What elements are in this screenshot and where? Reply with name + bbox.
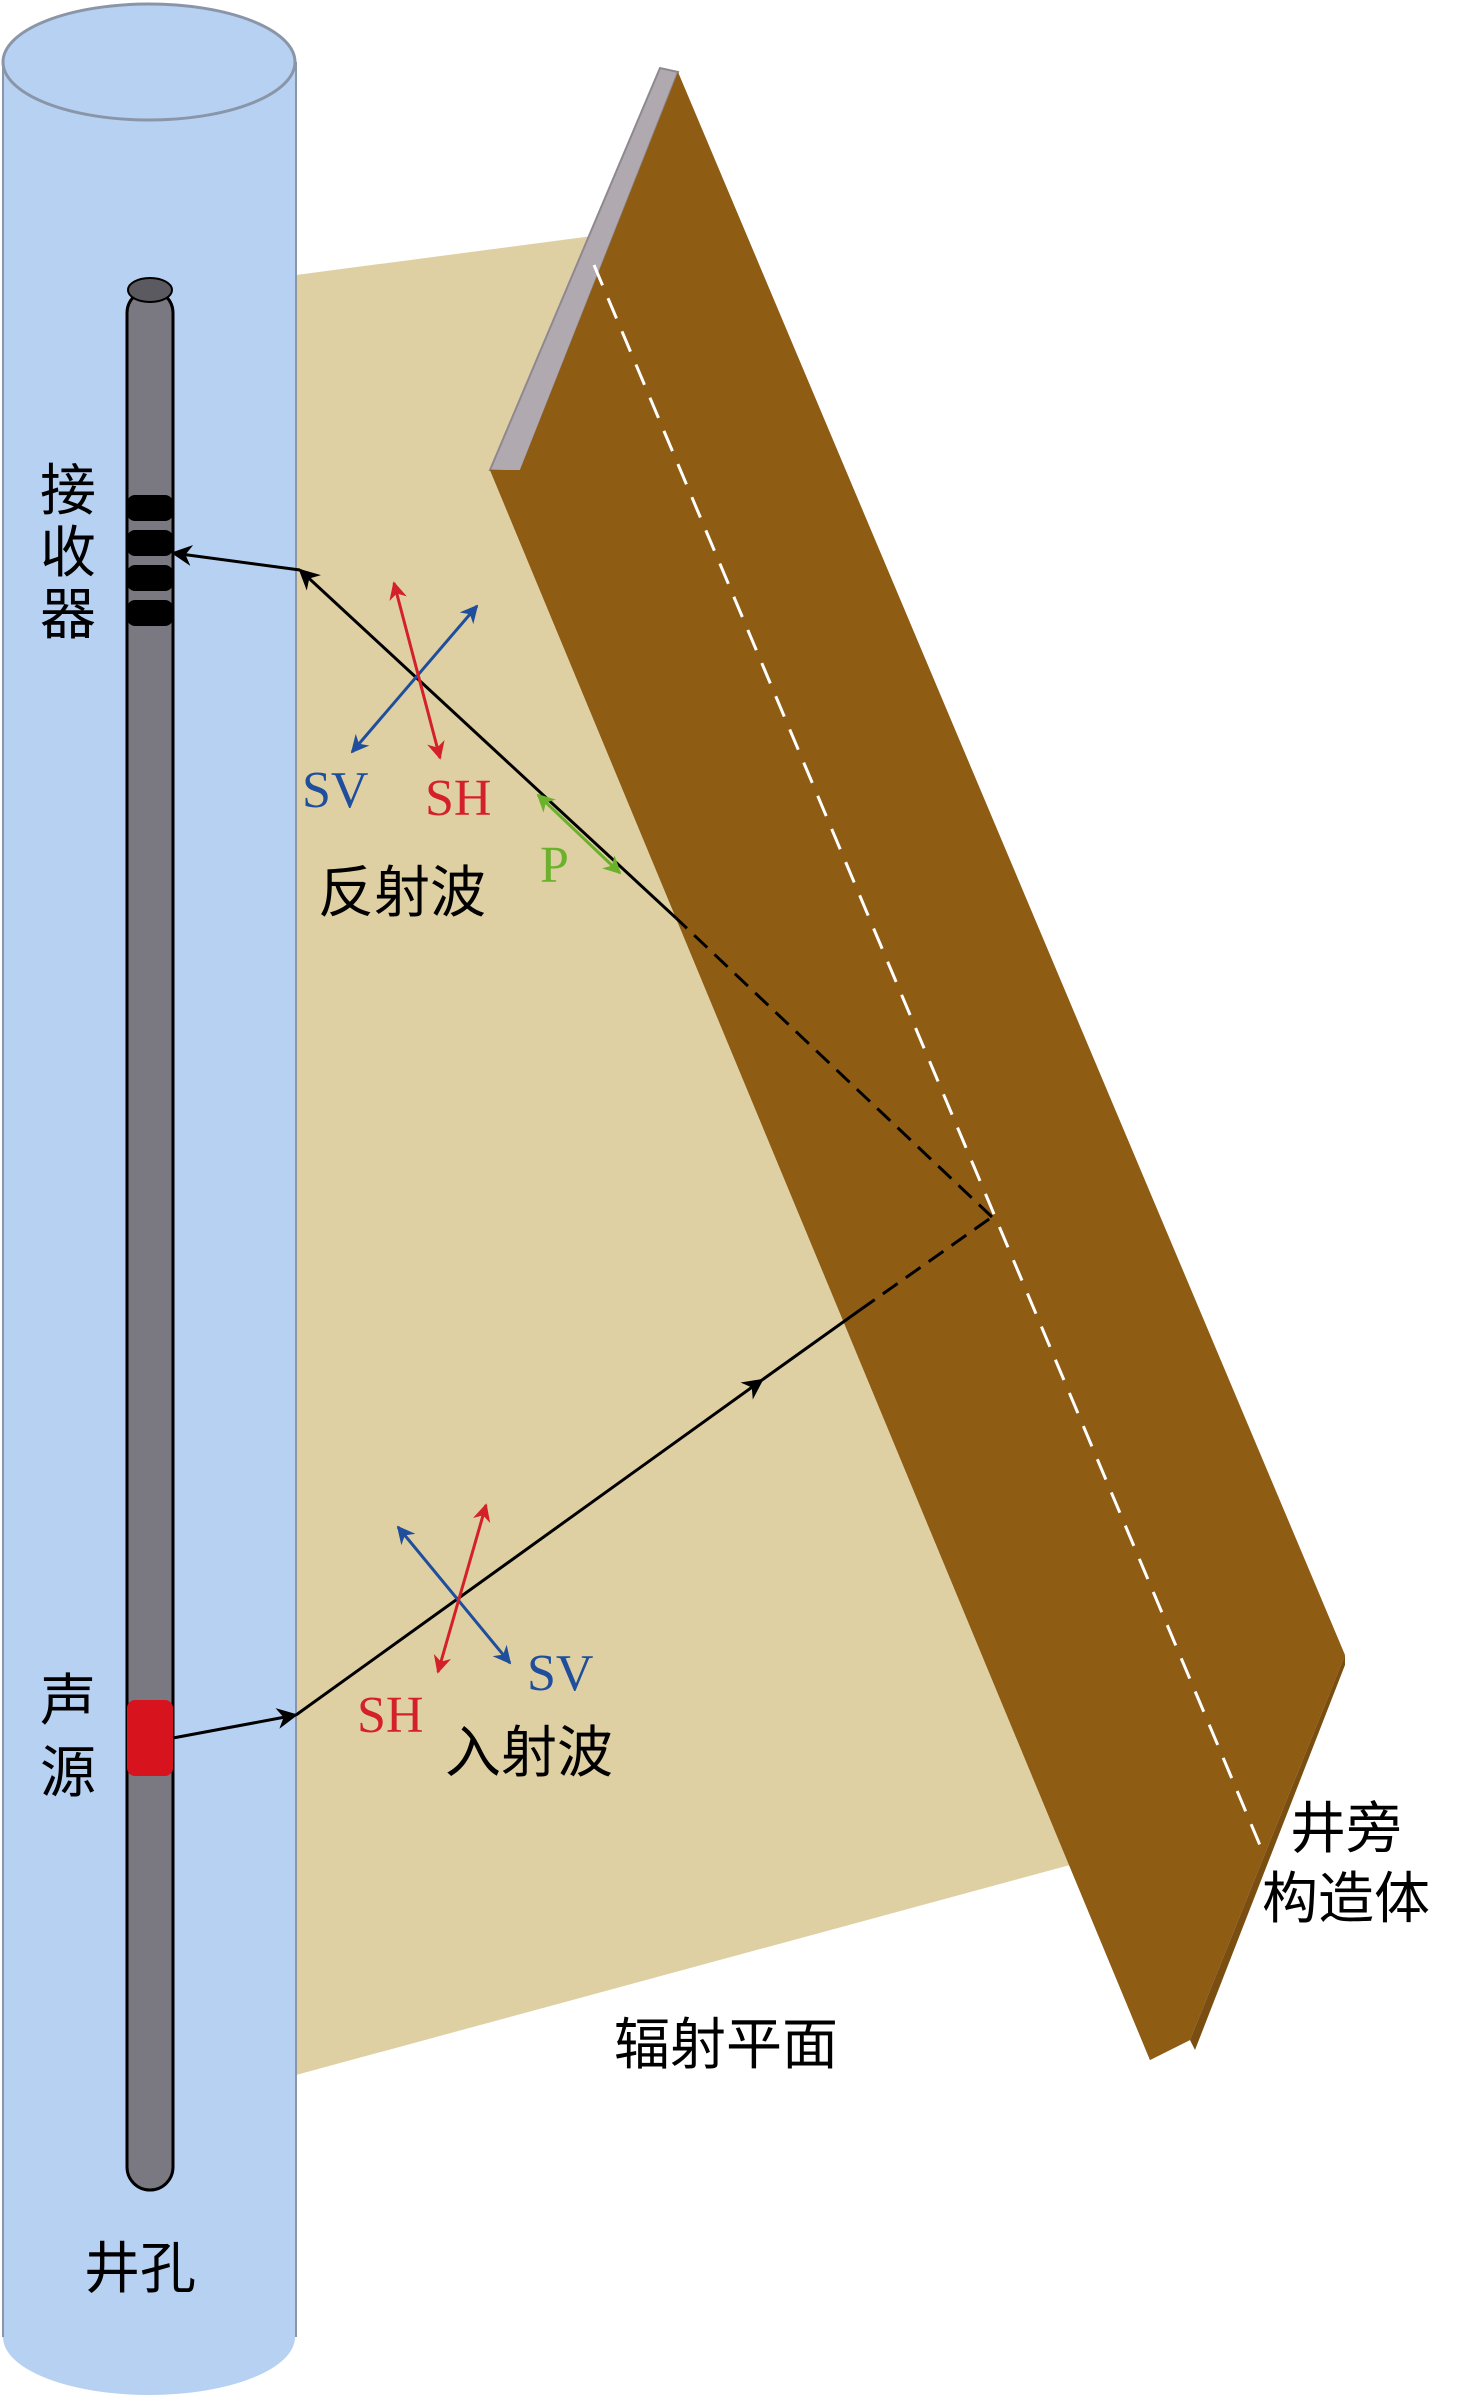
reflected-sv-label: SV [302,762,368,819]
reflected-p-arrow [536,793,622,875]
borehole-top [1,2,297,122]
reflected-sh-arrow [389,581,445,760]
incident-wave-label: 入射波 [445,1721,613,1786]
reflected-wave-label: 反射波 [318,861,486,926]
borehole-bottom [3,2279,295,2395]
borehole-side-structure [490,72,1345,2060]
incident-sh-arrow [433,1503,491,1674]
receiver-array [127,495,173,626]
acoustic-source [127,1700,173,1776]
source-label-1: 声 [40,1669,96,1734]
radiation-plane-label: 辐射平面 [614,2013,838,2078]
source-label-2: 源 [40,1741,96,1806]
incident-sh-label: SH [357,1687,423,1744]
structure-label-1: 井旁 [1290,1797,1402,1862]
receiver-label-1: 接 [40,459,96,524]
receiver-label-3: 器 [40,583,96,648]
incident-ray [172,1215,993,1740]
structure-label-2: 构造体 [1262,1867,1430,1932]
incident-sv-label: SV [527,1645,593,1702]
borehole-label: 井孔 [84,2237,196,2302]
reflected-sh-label: SH [425,770,491,827]
receiver-label-2: 收 [40,521,96,586]
reflected-p-label: P [540,837,569,894]
